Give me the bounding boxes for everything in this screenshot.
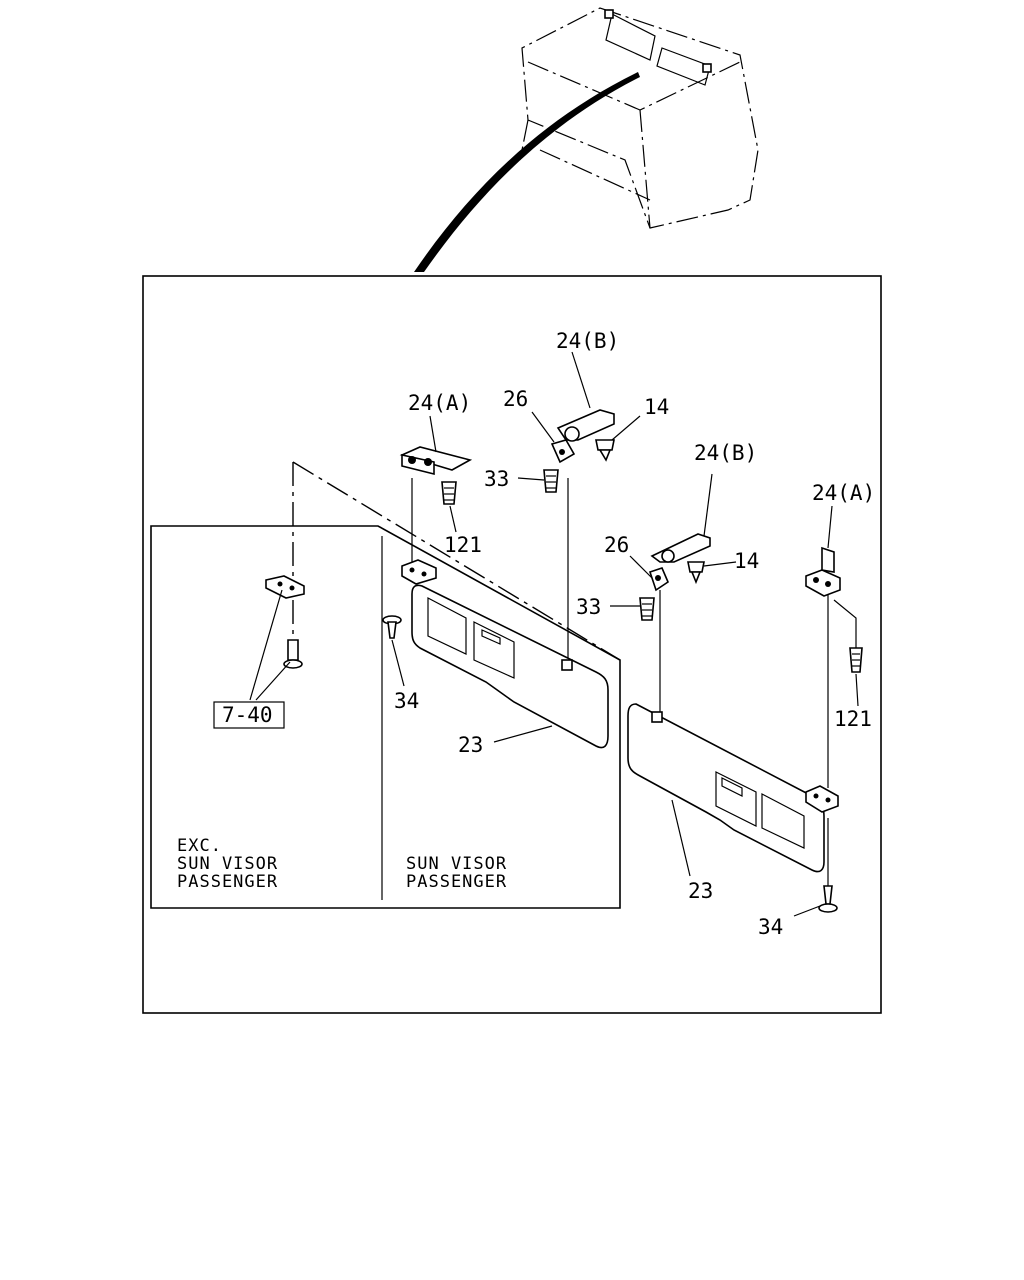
hook-24b-left — [556, 409, 615, 442]
callout-34-right: 34 — [758, 915, 783, 939]
callout-24a-right: 24(A) — [812, 481, 875, 505]
assembly-centerlines — [292, 461, 857, 886]
bolt-33-left — [543, 469, 559, 493]
screw-14-left — [595, 439, 615, 462]
callout-24b-right: 24(B) — [694, 441, 757, 465]
bolt-33-right — [639, 597, 655, 621]
note-exc-line2: SUN VISOR — [177, 854, 278, 874]
bracket-24a-right — [805, 546, 841, 597]
callout-121-right: 121 — [834, 707, 872, 731]
clip-26-left — [550, 439, 576, 464]
variant-frame — [150, 525, 621, 909]
callout-24a-left: 24(A) — [408, 391, 471, 415]
screw-121-left — [441, 481, 457, 505]
leader-lines — [249, 351, 859, 917]
callout-24b-left: 24(B) — [556, 329, 619, 353]
screw-121-right — [849, 647, 863, 673]
bracket-24a-left — [399, 446, 473, 476]
callout-14-right: 14 — [734, 549, 759, 573]
callout-26-left: 26 — [503, 387, 528, 411]
screw-34-left — [382, 615, 402, 639]
note-pass-line1: SUN VISOR — [406, 854, 507, 874]
callout-23-right: 23 — [688, 879, 713, 903]
note-pass-line2: PASSENGER — [406, 872, 507, 892]
callout-23-left: 23 — [458, 733, 483, 757]
visor-23-left — [401, 559, 609, 749]
reference-box — [213, 701, 285, 729]
note-exc-line1: EXC. — [177, 836, 222, 856]
callout-labels: 24(B) 24(A) 26 14 33 121 24(B) 24(A) 26 … — [213, 329, 875, 939]
screw-exc — [283, 639, 303, 669]
clip-26-right — [648, 567, 669, 592]
hook-24b-right — [650, 533, 711, 563]
reference-label: 7-40 — [222, 703, 273, 727]
note-exc-line3: PASSENGER — [177, 872, 278, 892]
callout-121-left: 121 — [444, 533, 482, 557]
screw-14-right — [687, 561, 705, 585]
callout-26-right: 26 — [604, 533, 629, 557]
detail-frame — [142, 275, 882, 1014]
callout-34-left: 34 — [394, 689, 419, 713]
screw-34-right — [818, 885, 838, 913]
visor-23-right — [627, 703, 839, 873]
cab-overview — [414, 7, 759, 272]
plate-exc — [265, 575, 305, 599]
callout-14-left: 14 — [644, 395, 669, 419]
callout-33-right: 33 — [576, 595, 601, 619]
variant-notes: EXC. SUN VISOR PASSENGER SUN VISOR PASSE… — [177, 836, 507, 892]
callout-33-left: 33 — [484, 467, 509, 491]
